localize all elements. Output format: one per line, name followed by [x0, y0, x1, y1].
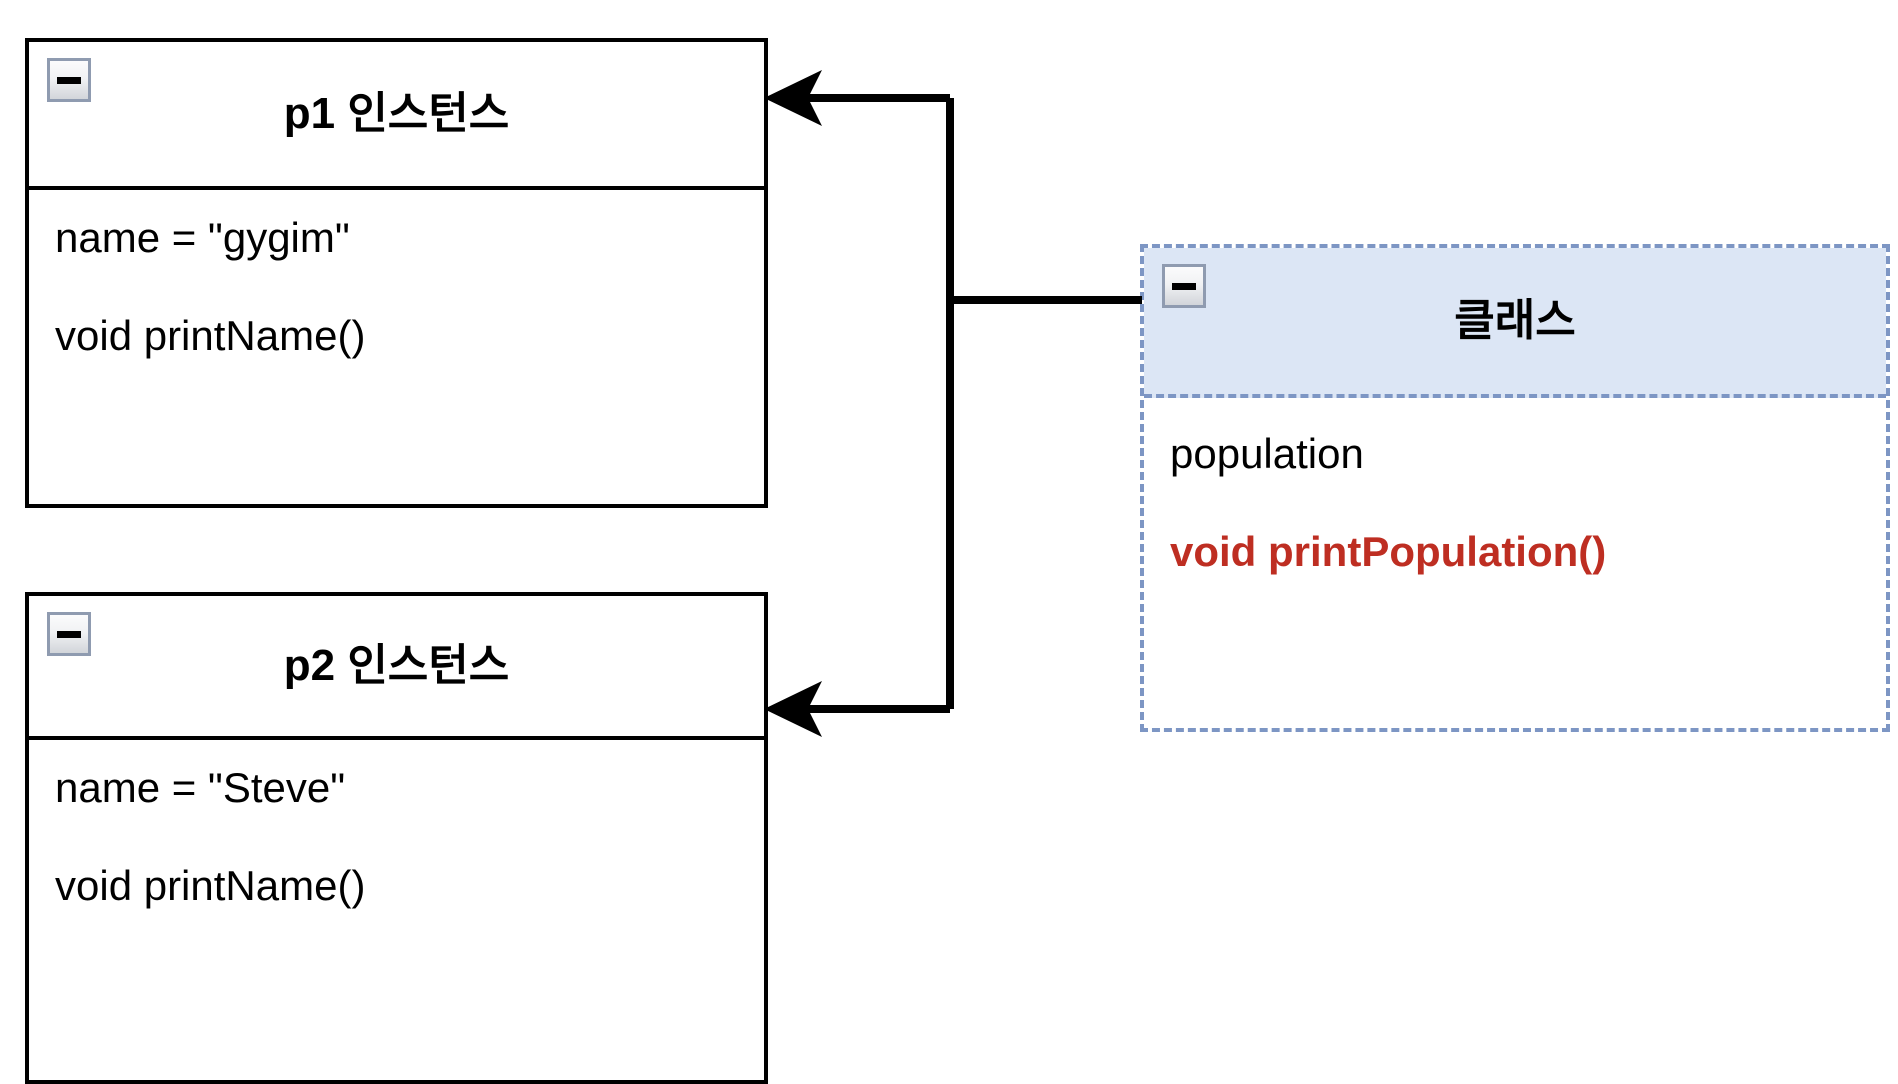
instance-p2-member-method: void printName() [55, 862, 366, 910]
class-member-method: void printPopulation() [1170, 528, 1607, 576]
minus-icon[interactable] [47, 612, 91, 656]
instance-p1-member-field: name = "gygim" [55, 214, 350, 261]
minus-icon-bar [57, 76, 81, 84]
instance-p2-header: p2 인스턴스 [29, 596, 764, 740]
class-member-field: population [1170, 430, 1364, 477]
class-box[interactable]: 클래스 population void printPopulation() [1140, 244, 1890, 732]
class-box-title: 클래스 [1454, 296, 1576, 345]
class-box-header: 클래스 [1144, 248, 1886, 398]
instance-p1-member-method: void printName() [55, 312, 366, 360]
instance-p2-body: name = "Steve" void printName() [29, 740, 764, 918]
instance-p1-title: p1 인스턴스 [283, 89, 510, 138]
instance-box-p1[interactable]: p1 인스턴스 name = "gygim" void printName() [25, 38, 768, 508]
class-box-body: population void printPopulation() [1144, 398, 1886, 584]
instance-p2-title: p2 인스턴스 [283, 641, 510, 690]
arrowhead-to-p1 [764, 70, 822, 126]
arrowhead-to-p2 [764, 681, 822, 737]
instance-p2-member-field: name = "Steve" [55, 764, 346, 811]
minus-icon-bar [57, 630, 81, 638]
minus-icon[interactable] [1162, 264, 1206, 308]
minus-icon[interactable] [47, 58, 91, 102]
instance-p1-header: p1 인스턴스 [29, 42, 764, 190]
minus-icon-bar [1172, 282, 1196, 290]
instance-box-p2[interactable]: p2 인스턴스 name = "Steve" void printName() [25, 592, 768, 1084]
instance-p1-body: name = "gygim" void printName() [29, 190, 764, 368]
